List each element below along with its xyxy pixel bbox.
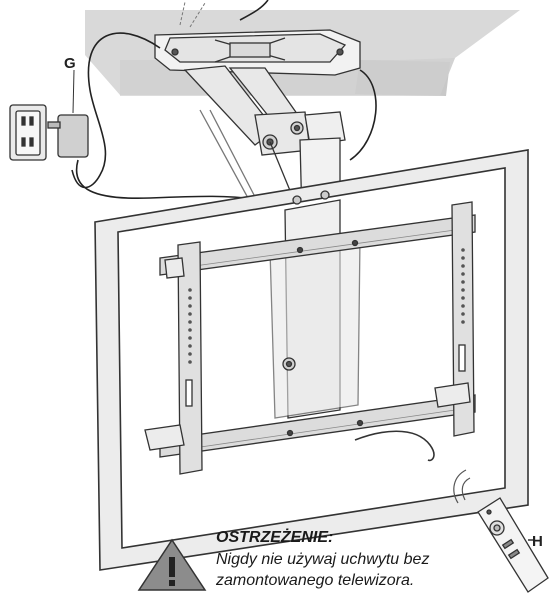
tv-cable: [354, 430, 435, 462]
ceiling-plate: [154, 29, 361, 76]
remote-control-icon: [453, 469, 549, 593]
wall-outlet-icon: [9, 104, 47, 161]
warning-text-line-1: Nigdy nie używaj uchwytu bez: [216, 551, 430, 568]
cable-right-hook: [349, 69, 377, 161]
mount-rails: [159, 214, 476, 458]
power-cable-bottom: [75, 159, 261, 201]
callout-remote-label: H: [532, 533, 543, 550]
power-cable-top: [71, 32, 161, 189]
side-bracket-left: [144, 241, 203, 475]
callout-adapter-label: G: [64, 55, 76, 72]
cable-top-right: [239, 0, 269, 21]
warning-triangle-icon: [137, 538, 207, 591]
power-adapter: [47, 69, 89, 158]
warning-title: OSTRZEŻENIE:: [216, 529, 334, 546]
warning-text-line-2: zamontowanego telewizora.: [216, 572, 415, 589]
light-rays: [179, 1, 206, 28]
mount-arm: [183, 65, 346, 223]
side-bracket-right: [434, 201, 475, 437]
